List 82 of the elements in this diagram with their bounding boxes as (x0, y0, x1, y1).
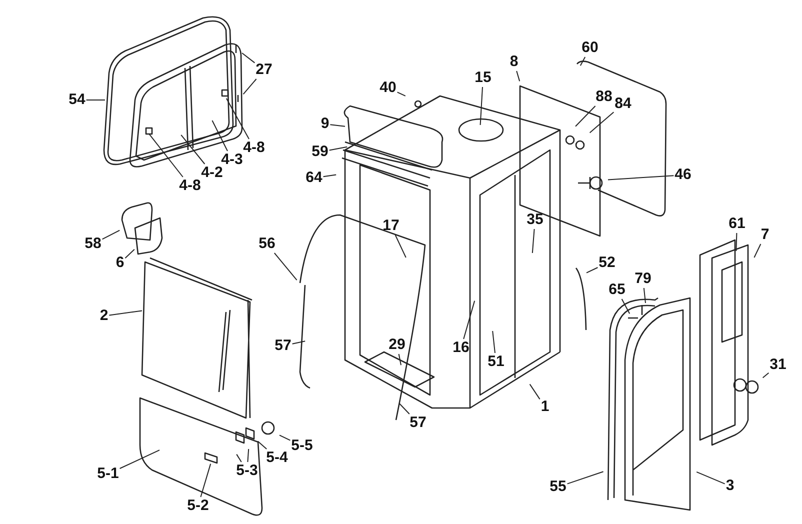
callout-number: 61 (728, 216, 746, 232)
callout-number: 8 (510, 54, 518, 70)
leader-line (480, 86, 483, 126)
leader-line (394, 234, 406, 258)
callout-number: 3 (726, 478, 734, 494)
leader-line (247, 448, 250, 462)
leader-line (492, 330, 496, 354)
leader-line (322, 174, 337, 178)
leader-line (108, 310, 142, 316)
leader-line (529, 384, 540, 400)
leader-line (608, 175, 674, 180)
callout-number: 54 (68, 92, 86, 108)
leader-line (200, 463, 212, 498)
callout-number: 88 (596, 89, 612, 105)
leader-line (257, 440, 268, 450)
leader-line (575, 106, 596, 127)
leader-line (274, 252, 298, 281)
callout-number: 2 (100, 308, 108, 324)
callout-number: 84 (614, 96, 632, 112)
leader-line (736, 232, 738, 252)
leader-line (242, 52, 256, 64)
leader-line (226, 98, 250, 140)
callout-number: 59 (312, 144, 328, 160)
leader-line (292, 340, 306, 344)
leader-line (119, 450, 160, 469)
callout-number: 40 (380, 80, 396, 96)
callout-number: 52 (598, 255, 616, 271)
leader-line (643, 288, 646, 304)
callout-number: 5-1 (97, 466, 119, 482)
leader-line (754, 244, 762, 258)
callout-number: 9 (320, 116, 330, 132)
leader-line (279, 434, 291, 441)
callout-number: 4-2 (201, 165, 223, 181)
callout-number: 56 (258, 236, 276, 252)
leader-line (516, 70, 520, 82)
callout-number: 5-3 (236, 463, 258, 479)
callout-number: 5-5 (291, 438, 313, 454)
leader-line (589, 112, 614, 134)
callout-number: 51 (488, 354, 504, 370)
callout-number: 46 (674, 167, 692, 183)
callout-number: 7 (760, 227, 770, 243)
callout-number: 79 (634, 271, 652, 287)
callout-number: 29 (388, 337, 406, 353)
callout-number: 27 (256, 62, 272, 78)
callout-number: 4-8 (179, 178, 201, 194)
callout-number: 57 (274, 338, 292, 354)
callout-number: 65 (608, 282, 626, 298)
callout-number: 17 (382, 218, 400, 234)
leader-line (180, 134, 206, 164)
leader-line (621, 298, 630, 314)
callout-number: 6 (116, 255, 124, 271)
callout-number: 1 (540, 399, 550, 415)
leader-line (242, 78, 257, 95)
leader-line (330, 124, 346, 127)
callout-number: 31 (770, 357, 786, 373)
leader-line (762, 372, 770, 378)
callout-number: 4-8 (243, 140, 265, 156)
callout-number: 16 (452, 340, 470, 356)
callout-number: 5-2 (187, 498, 209, 514)
callout-number: 58 (84, 236, 102, 252)
callout-number: 5-4 (266, 450, 288, 466)
leader-line (566, 471, 604, 484)
leader-line (399, 403, 410, 414)
leader-line (396, 92, 406, 96)
leader-line (124, 248, 135, 259)
leader-line (102, 230, 120, 240)
callout-number: 35 (526, 212, 544, 228)
leader-line (328, 146, 348, 151)
callout-number: 64 (306, 170, 322, 186)
leader-line (532, 228, 535, 254)
callout-number: 55 (550, 479, 566, 495)
leader-line (148, 133, 184, 178)
callout-number: 15 (474, 70, 492, 86)
leader-line (586, 267, 598, 274)
callout-number: 4-3 (221, 152, 243, 168)
leader-line (236, 454, 242, 462)
leader-line (463, 300, 476, 340)
leader-line (398, 354, 402, 366)
leader-line (580, 56, 586, 66)
callout-number: 57 (410, 415, 426, 431)
callout-number: 60 (582, 40, 598, 56)
leader-line (696, 471, 726, 484)
